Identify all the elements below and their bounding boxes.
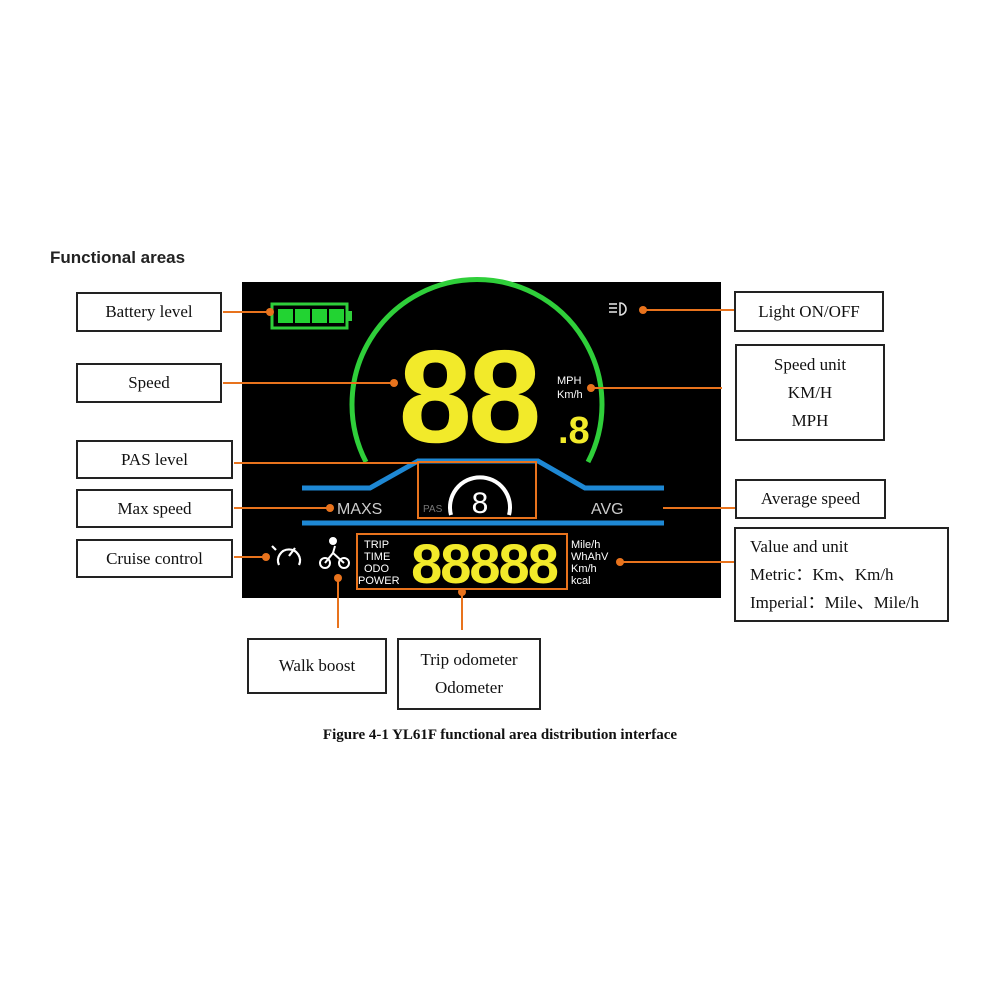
speed-unit-callout: Speed unit KM/H MPH — [735, 344, 885, 441]
battery-bar-3 — [312, 309, 327, 323]
callout-lines — [223, 309, 735, 630]
average-speed-callout: Average speed — [735, 479, 886, 519]
mode-trip: TRIP — [364, 539, 389, 551]
unit-whahv: WhAhV — [571, 551, 609, 563]
unit-mile-h: Mile/h — [571, 539, 600, 551]
unit-kcal: kcal — [571, 575, 591, 587]
walk-boost-bike-icon — [319, 537, 350, 569]
battery-bar-1 — [278, 309, 293, 323]
heading: Functional areas — [50, 248, 186, 267]
speed-arc — [349, 277, 605, 464]
odometer-digits: 88888 — [411, 532, 558, 595]
value-unit-callout: Value and unit Metric：Km、Km/h Imperial：M… — [734, 527, 949, 622]
pas-digit: 8 — [472, 487, 489, 520]
battery-bar-2 — [295, 309, 310, 323]
walk-boost-callout: Walk boost — [247, 638, 387, 694]
speed-unit-mph: MPH — [557, 375, 582, 387]
mode-odo: ODO — [364, 563, 390, 575]
speed-decimal: .8 — [558, 410, 590, 452]
unit-kmh: Km/h — [571, 563, 597, 575]
pas-highlight-frame — [417, 461, 537, 519]
cruise-gauge-icon — [271, 545, 302, 566]
battery-bar-4 — [329, 309, 344, 323]
headlight-icon — [609, 302, 627, 316]
figure-caption: Figure 4-1 YL61F functional area distrib… — [322, 727, 678, 743]
lcd-screen — [242, 282, 721, 598]
cruise-control-callout: Cruise control — [76, 539, 233, 578]
battery-icon — [270, 302, 352, 330]
speed-callout: Speed — [76, 363, 222, 403]
mode-time: TIME — [364, 551, 390, 563]
avg-label: AVG — [591, 501, 624, 518]
speed-digits: 88 — [399, 323, 538, 470]
trip-odometer-callout: Trip odometer Odometer — [397, 638, 541, 710]
maxs-label: MAXS — [337, 501, 382, 518]
light-callout: Light ON/OFF — [734, 291, 884, 332]
mode-power: POWER — [358, 575, 400, 587]
callout-dots — [262, 306, 647, 596]
max-speed-callout: Max speed — [76, 489, 233, 528]
pas-dial — [448, 475, 512, 516]
pas-label: PAS — [423, 504, 443, 515]
battery-level-callout: Battery level — [76, 292, 222, 332]
speed-unit-kmh: Km/h — [557, 389, 583, 401]
pas-level-callout: PAS level — [76, 440, 233, 479]
